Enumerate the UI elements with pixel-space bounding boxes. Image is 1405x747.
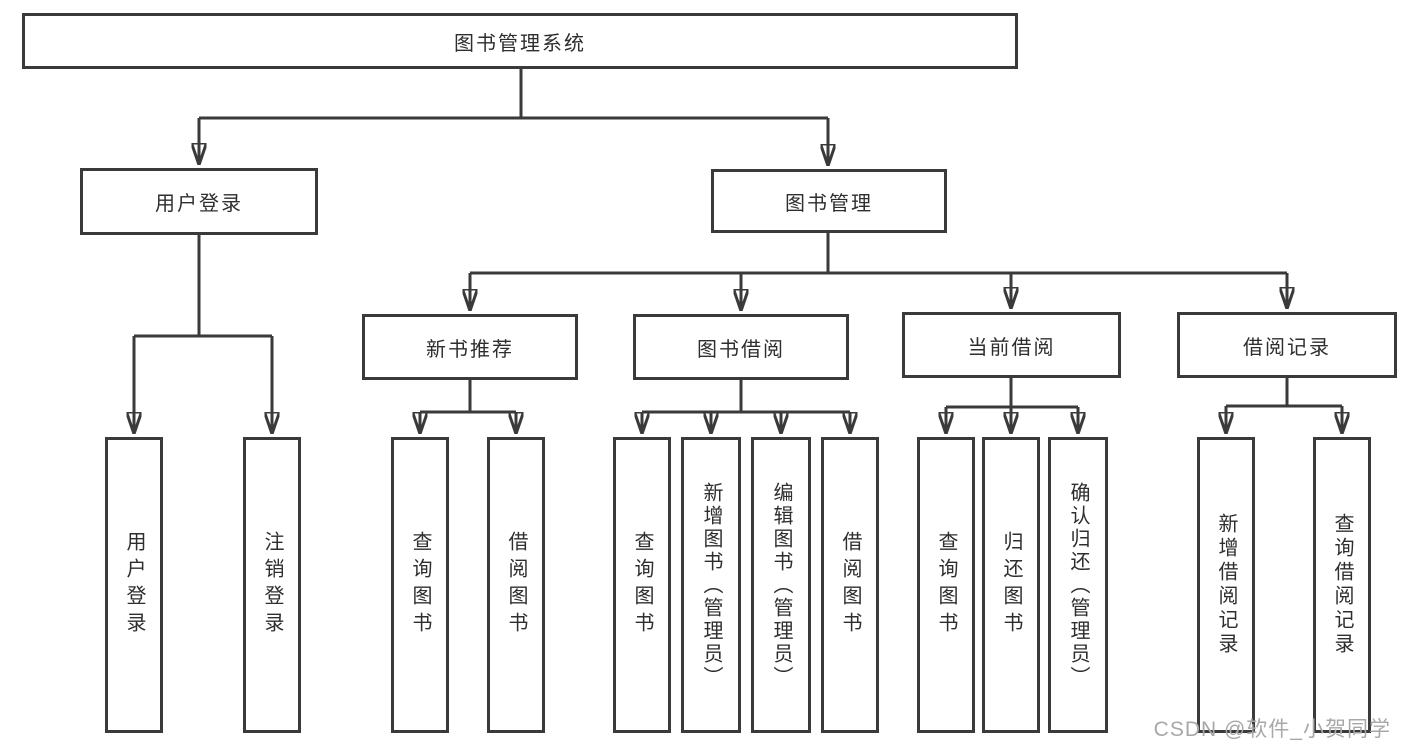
node-book-borrowing: 图书借阅 [633,314,849,380]
connector-book-borrowing-bus [642,380,850,414]
node-borrow-books-borrowing: 借阅图书 [821,437,879,733]
node-edit-books-admin: 编辑图书（管理员） [751,437,811,733]
node-new-book-recommend: 新书推荐 [362,314,578,380]
connector-root-bus [199,69,828,120]
node-query-books-current: 查询图书 [917,437,975,733]
node-add-borrow-record: 新增借阅记录 [1197,437,1255,733]
connector-new-book-bus [420,380,516,414]
node-add-books-admin: 新增图书（管理员） [681,437,741,733]
node-borrowing-records: 借阅记录 [1177,312,1397,378]
node-user-login: 用户登录 [105,437,163,733]
node-user-login-group: 用户登录 [80,168,318,235]
node-return-books: 归还图书 [982,437,1040,733]
node-logout: 注销登录 [243,437,301,733]
csdn-watermark: CSDN @软件_小贺同学 [1153,718,1391,741]
node-root: 图书管理系统 [22,13,1018,69]
connector-borrowing-records-bus [1226,378,1342,408]
node-borrow-books-recommend: 借阅图书 [487,437,545,733]
node-query-books-borrowing: 查询图书 [613,437,671,733]
node-query-books-recommend: 查询图书 [391,437,449,733]
node-query-borrow-record: 查询借阅记录 [1313,437,1371,733]
node-book-management: 图书管理 [711,169,947,233]
connector-book-management-bus [470,233,1287,275]
connector-user-login-bus [134,235,272,338]
node-current-borrowing: 当前借阅 [902,312,1121,378]
connector-current-borrowing-bus [946,378,1078,409]
node-confirm-return-admin: 确认归还（管理员） [1048,437,1108,733]
